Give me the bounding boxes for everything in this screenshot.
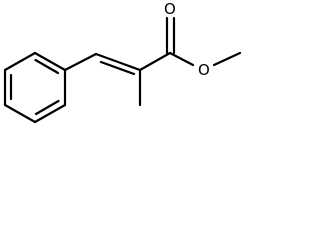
bond-to-carbonyl-carbon [138, 51, 172, 72]
ring-bond [33, 51, 67, 72]
alkene-double-bond [94, 52, 142, 72]
vinyl-bond [63, 52, 98, 72]
carbonyl-oxygen-label: O [164, 0, 176, 18]
ring-bond [33, 103, 67, 124]
ester-oxygen-label: O [198, 61, 210, 79]
ring-bond [3, 103, 37, 124]
ring-bond [3, 51, 37, 72]
benzene-ring [3, 51, 67, 124]
methoxy-bond [212, 51, 242, 67]
ring-inner-double-bond [34, 99, 60, 116]
ester-bond [168, 51, 195, 67]
carbon-chain [63, 16, 242, 107]
chemical-structure-diagram: O O [3, 0, 242, 124]
ring-inner-double-bond [34, 58, 60, 75]
alkene-double-bond-inner [99, 60, 136, 76]
